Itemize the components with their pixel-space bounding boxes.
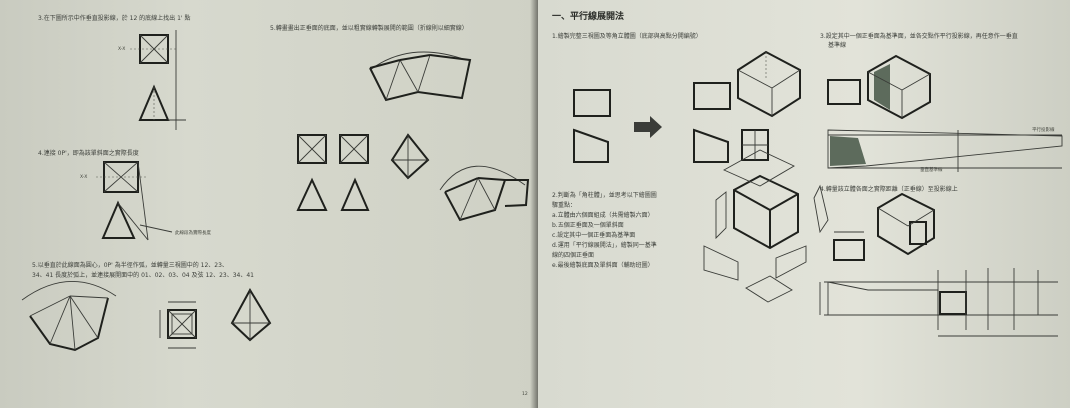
step2-line-6: d.運用「平行線展開法」，繪製同一基準 bbox=[552, 242, 657, 249]
q4-figure bbox=[96, 161, 173, 241]
q5-square-views bbox=[159, 301, 197, 349]
step2-line-2: 驟重點： bbox=[552, 202, 577, 209]
step2-line-1: 2.判斷為「角柱體」，並思考以下繪圖圖 bbox=[552, 192, 657, 199]
step3-text-line2: 基準線 bbox=[828, 42, 847, 49]
step1-isometric-prism bbox=[737, 50, 801, 118]
step2-exploded-prism bbox=[703, 149, 829, 303]
step1-text: 1.繪製完整三視圖及等角立體圖（底部與高點分開編號） bbox=[552, 33, 702, 40]
step1-arrow bbox=[634, 116, 662, 138]
step4-isometric bbox=[877, 192, 935, 256]
step4-front-view bbox=[833, 231, 865, 261]
q3-figure bbox=[130, 30, 186, 130]
section-title: 一、平行線展開法 bbox=[552, 12, 625, 22]
q6-development-bottom bbox=[439, 165, 530, 222]
q6-views bbox=[296, 133, 430, 211]
step3-baseline-strip bbox=[827, 129, 1063, 172]
q5-fan-development bbox=[21, 281, 117, 352]
q6-development-top bbox=[369, 51, 472, 102]
step2-line-8: e.最後繪製底面及單斜面（輔助班圖） bbox=[552, 262, 654, 269]
step2-line-5: c.設定其中一個正垂面為基準面 bbox=[552, 232, 636, 239]
q6-text: 5.轉畫畫出正垂面的底面，並以粗實線轉製展開的範圍（折線則以細實線） bbox=[270, 25, 468, 32]
vertical-base-label: 垂直基準線 bbox=[920, 168, 943, 173]
step1-projected-views bbox=[693, 82, 769, 163]
left-page-drawings bbox=[21, 30, 530, 352]
step2-line-7: 線的四個正垂面 bbox=[552, 252, 595, 259]
step3-isometric-shaded bbox=[867, 54, 931, 120]
xy-label-2: X-X bbox=[80, 175, 88, 180]
step3-rect-view bbox=[827, 79, 861, 105]
right-page-drawings bbox=[573, 50, 1063, 337]
q4-text: 4.連接 0P'，即為該單斜面之實際長度 bbox=[38, 150, 139, 157]
parallel-projection-label: 平行投影線 bbox=[1032, 128, 1055, 133]
step2-line-3: a.立體由六個面組成（共需繪製六面） bbox=[552, 212, 654, 219]
page-number: 12 bbox=[522, 392, 528, 397]
q5-text-line2: 34、41 長度於弧上，並連接展開面中的 01、02、03、04 及弦 12、2… bbox=[32, 272, 254, 279]
step3-text-line1: 3.設定其中一個正垂面為基準面，並各交點作平行投影線，再任意作一垂直 bbox=[820, 33, 1018, 40]
step4-development bbox=[819, 268, 1058, 337]
step1-front-views bbox=[573, 89, 611, 163]
q5-rhombus bbox=[230, 287, 272, 342]
step4-text: 4.轉量該立體各面之實際距離（正垂線）至投影線上 bbox=[820, 186, 958, 193]
left-page: 3.在下圖所示中作垂直投影線，於 12 的底線上找出 1' 點 5.轉畫畫出正垂… bbox=[0, 0, 538, 408]
q5-text-line1: 5.以垂直於此線面為圓心，0P' 為半徑作弧，並轉量三視圖中的 12、23、 bbox=[32, 262, 228, 269]
right-page: 一、平行線展開法 1.繪製完整三視圖及等角立體圖（底部與高點分開編號） 3.設定… bbox=[538, 0, 1070, 408]
q4-callout: 此線段為實際長度 bbox=[175, 231, 211, 236]
q3-text: 3.在下圖所示中作垂直投影線，於 12 的底線上找出 1' 點 bbox=[38, 15, 191, 22]
xy-label-1: X-X bbox=[118, 47, 126, 52]
step2-line-4: b.五個正垂面及一個單斜面 bbox=[552, 222, 624, 229]
